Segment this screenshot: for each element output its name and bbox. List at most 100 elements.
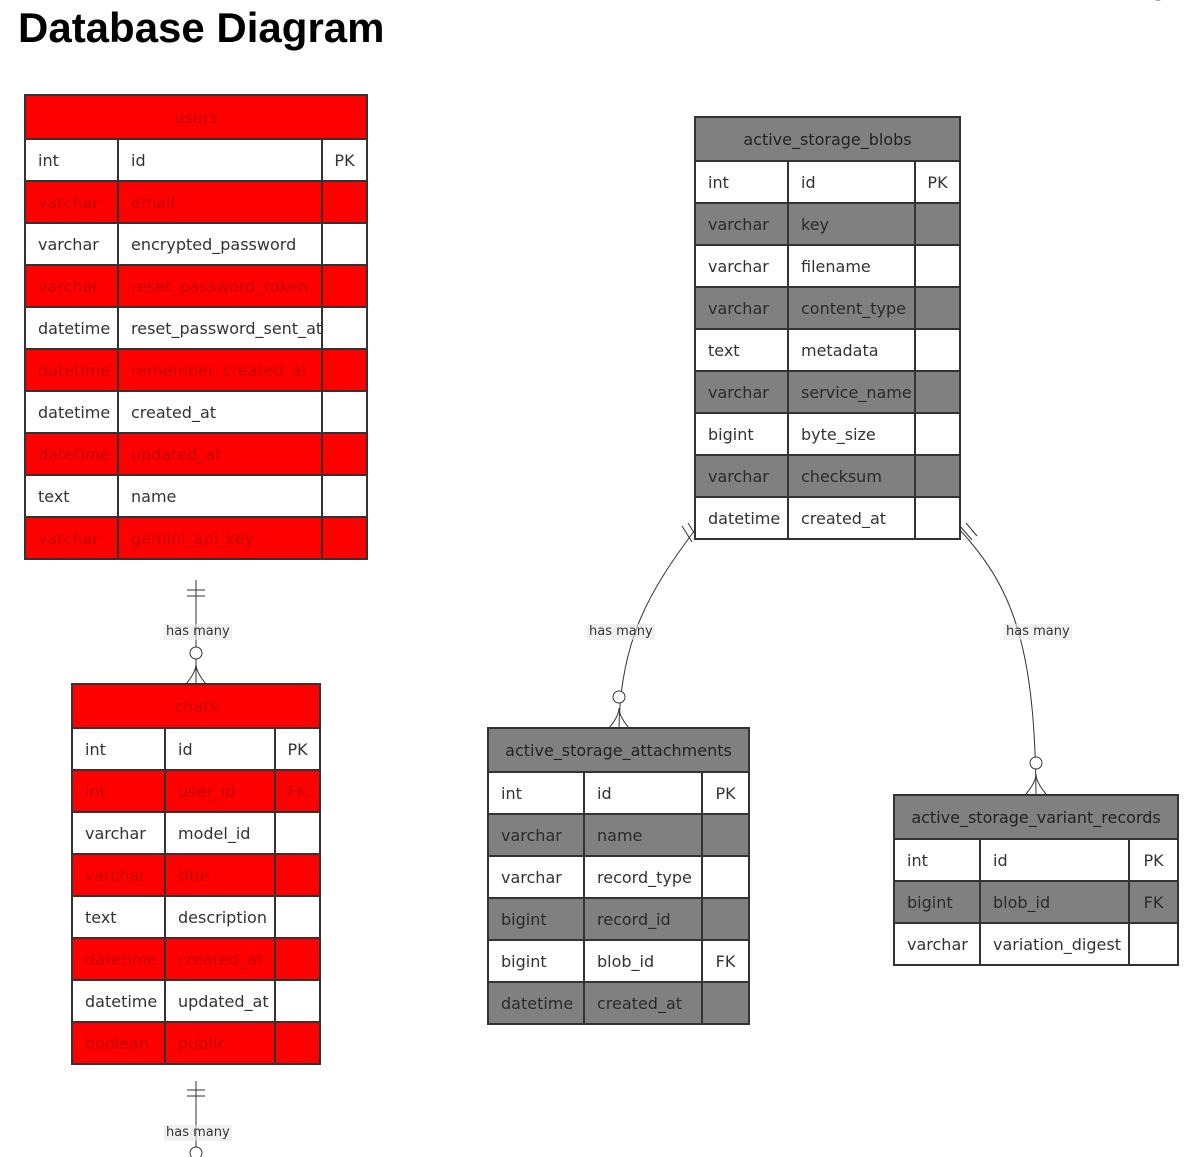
column-type: datetime: [24, 306, 119, 350]
column-type: datetime: [24, 390, 119, 434]
column-key: [914, 412, 961, 456]
relationship-chats-next: [187, 1081, 205, 1157]
column-name: gemini_api_key: [117, 516, 323, 560]
column-type: boolean: [71, 1021, 166, 1065]
many-marker: [608, 707, 630, 729]
column-name: variation_digest: [979, 922, 1130, 966]
column-key: [321, 516, 368, 560]
column-type: datetime: [24, 348, 119, 392]
page-title: Database Diagram: [18, 4, 385, 51]
column-name: service_name: [787, 370, 916, 414]
column-name: name: [117, 474, 323, 518]
column-key: [914, 370, 961, 414]
relationship-label-users-chats: has many: [164, 624, 232, 640]
column-name: description: [164, 895, 276, 939]
column-type: int: [893, 838, 981, 882]
relationship-blobs-attachments: [608, 522, 699, 730]
zero-marker: [189, 1146, 203, 1157]
column-name: id: [979, 838, 1130, 882]
column-type: varchar: [694, 244, 789, 288]
column-name: name: [583, 813, 703, 857]
column-name: public: [164, 1021, 276, 1065]
column-type: int: [487, 771, 585, 815]
column-name: remember_created_at: [117, 348, 323, 392]
column-type: datetime: [24, 432, 119, 476]
column-type: int: [24, 138, 119, 182]
column-name: created_at: [583, 981, 703, 1025]
column-name: created_at: [787, 496, 916, 540]
column-name: encrypted_password: [117, 222, 323, 266]
many-marker: [185, 663, 207, 685]
column-key: [914, 496, 961, 540]
column-name: record_id: [583, 897, 703, 941]
column-type: int: [71, 769, 166, 813]
column-name: blob_id: [979, 880, 1130, 924]
column-key: [273, 937, 322, 981]
column-key: PK: [321, 138, 368, 182]
column-key: [914, 202, 961, 246]
column-key: [914, 454, 961, 498]
column-key: [914, 328, 961, 372]
column-type: bigint: [694, 412, 789, 456]
column-name: title: [164, 853, 276, 897]
zero-marker: [189, 646, 203, 660]
entity-title: users: [24, 94, 368, 140]
one-marker: [959, 522, 978, 541]
column-key: [273, 979, 322, 1023]
column-key: [321, 474, 368, 518]
column-key: FK: [1127, 880, 1180, 924]
relationship-blobs-variants: [959, 522, 1047, 796]
column-key: [273, 853, 322, 897]
column-key: [914, 286, 961, 330]
column-key: PK: [1127, 838, 1180, 882]
column-type: varchar: [487, 813, 585, 857]
column-name: reset_password_token: [117, 264, 323, 308]
column-key: PK: [273, 727, 322, 771]
entity-title: active_storage_attachments: [486, 727, 751, 773]
column-type: varchar: [694, 370, 789, 414]
column-name: record_type: [583, 855, 703, 899]
column-name: created_at: [117, 390, 323, 434]
column-type: text: [24, 474, 119, 518]
column-type: bigint: [487, 897, 585, 941]
column-type: text: [694, 328, 789, 372]
column-name: byte_size: [787, 412, 916, 456]
one-marker: [187, 589, 205, 597]
entity-title: active_storage_variant_records: [892, 794, 1180, 840]
column-type: varchar: [71, 853, 166, 897]
entity-title: active_storage_blobs: [694, 116, 961, 162]
column-name: content_type: [787, 286, 916, 330]
relationship-label-blobs-attachments: has many: [587, 624, 655, 640]
column-type: varchar: [694, 454, 789, 498]
column-key: FK: [273, 769, 322, 813]
column-type: bigint: [893, 880, 981, 924]
column-type: datetime: [71, 979, 166, 1023]
column-type: bigint: [487, 939, 585, 983]
